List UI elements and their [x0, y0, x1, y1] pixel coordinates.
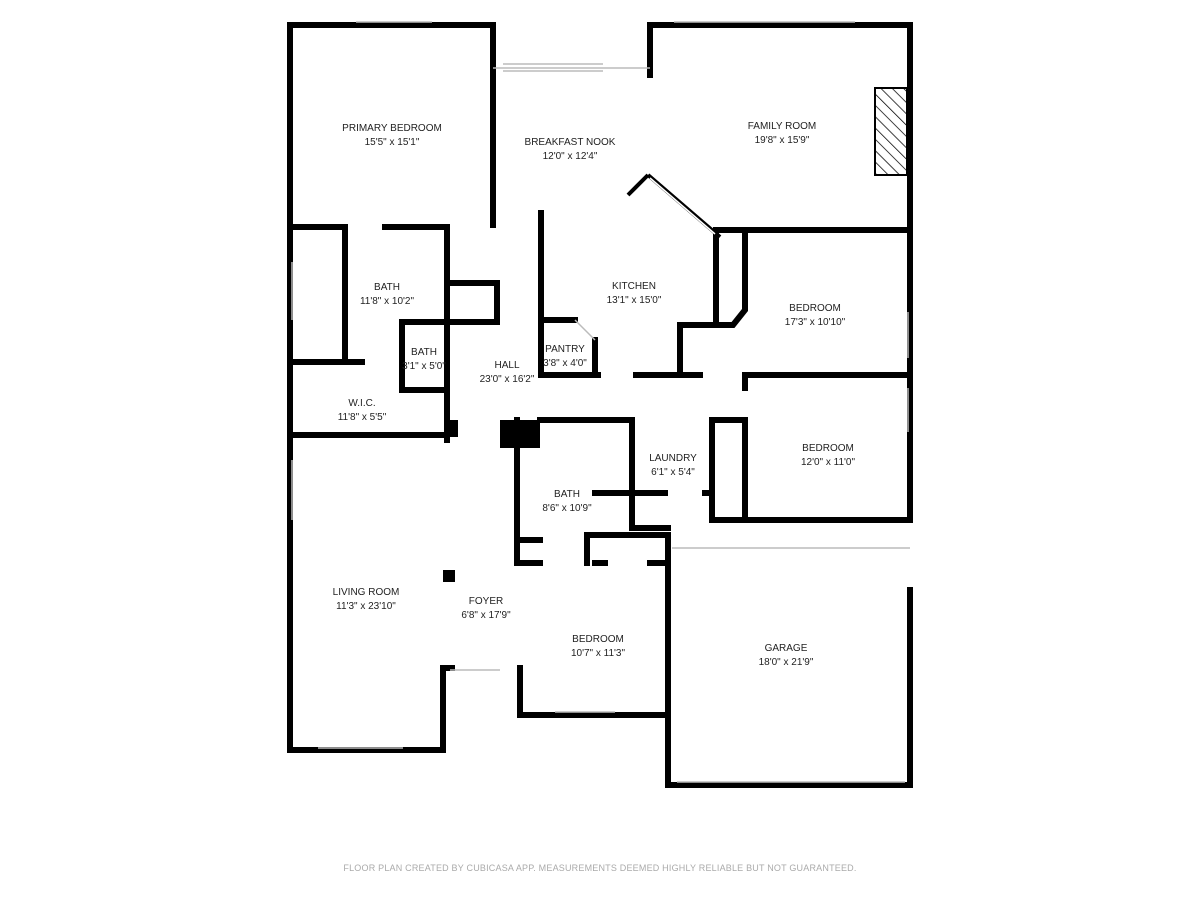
room-name: BATH: [374, 282, 400, 293]
room-size: 19'8" x 15'9": [754, 135, 810, 146]
room-size: 18'0" x 21'9": [758, 657, 814, 668]
windows-and-openings: [291, 21, 910, 783]
room-size: 11'3" x 23'10": [336, 601, 396, 612]
column: [447, 420, 458, 437]
room-small-bath: BATH 3'1" x 5'0": [402, 346, 446, 374]
room-name: BATH: [554, 489, 580, 500]
room-name: HALL: [494, 360, 520, 371]
room-bedroom-2: BEDROOM 12'0" x 11'0": [801, 442, 855, 470]
room-size: 11'8" x 10'2": [359, 296, 415, 307]
room-size: 13'1" x 15'0": [606, 295, 662, 306]
room-breakfast-nook: BREAKFAST NOOK 12'0" x 12'4": [525, 136, 616, 164]
room-name: LAUNDRY: [649, 453, 697, 464]
room-name: FAMILY ROOM: [747, 121, 817, 132]
room-living-room: LIVING ROOM 11'3" x 23'10": [333, 586, 400, 614]
room-size: 23'0" x 16'2": [479, 374, 535, 385]
room-size: 12'0" x 11'0": [800, 457, 856, 468]
room-laundry: LAUNDRY 6'1" x 5'4": [649, 452, 697, 480]
room-bedroom-3: BEDROOM 10'7" x 11'3": [571, 633, 625, 661]
fireplace: [874, 87, 908, 176]
room-size: 8'6" x 10'9": [542, 503, 592, 514]
room-bedroom-1: BEDROOM 17'3" x 10'10": [785, 302, 845, 330]
room-size: 3'8" x 4'0": [543, 358, 587, 369]
room-name: BEDROOM: [802, 443, 854, 454]
room-garage: GARAGE 18'0" x 21'9": [759, 642, 814, 670]
room-name: W.I.C.: [348, 398, 376, 409]
room-name: KITCHEN: [612, 281, 656, 292]
room-size: 17'3" x 10'10": [784, 317, 846, 328]
column: [500, 420, 540, 448]
room-name: BEDROOM: [789, 303, 841, 314]
room-size: 15'5" x 15'1": [364, 137, 420, 148]
walls: [287, 22, 913, 788]
column: [443, 570, 455, 582]
room-size: 6'1" x 5'4": [651, 467, 695, 478]
room-size: 3'1" x 5'0": [402, 361, 446, 372]
door-swing: [626, 173, 722, 239]
room-name: GARAGE: [764, 643, 808, 654]
room-name: PRIMARY BEDROOM: [342, 123, 442, 134]
room-size: 6'8" x 17'9": [461, 610, 511, 621]
room-wic: W.I.C. 11'8" x 5'5": [338, 397, 387, 425]
room-name: FOYER: [468, 596, 504, 607]
room-kitchen: KITCHEN 13'1" x 15'0": [607, 280, 662, 308]
room-family-room: FAMILY ROOM 19'8" x 15'9": [748, 120, 817, 148]
room-name: BEDROOM: [572, 634, 624, 645]
room-size: 10'7" x 11'3": [570, 648, 626, 659]
room-size: 12'0" x 12'4": [542, 151, 598, 162]
room-primary-bedroom: PRIMARY BEDROOM 15'5" x 15'1": [342, 122, 442, 150]
room-foyer: FOYER 6'8" x 17'9": [461, 595, 510, 623]
room-pantry: PANTRY 3'8" x 4'0": [543, 343, 587, 371]
disclaimer-footer: FLOOR PLAN CREATED BY CUBICASA APP. MEAS…: [343, 863, 857, 873]
room-primary-bath: BATH 11'8" x 10'2": [360, 281, 414, 309]
room-name: LIVING ROOM: [332, 587, 400, 598]
room-size: 11'8" x 5'5": [337, 412, 387, 423]
room-name: PANTRY: [545, 344, 585, 355]
room-hall: HALL 23'0" x 16'2": [480, 359, 535, 387]
room-hall-bath: BATH 8'6" x 10'9": [542, 488, 591, 516]
room-name: BATH: [411, 347, 437, 358]
room-name: BREAKFAST NOOK: [524, 137, 616, 148]
